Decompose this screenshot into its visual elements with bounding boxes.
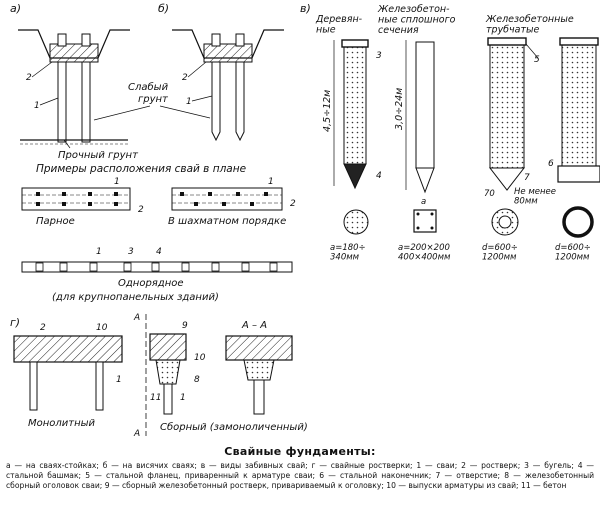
tube-section-2-size: d=600÷1200мм [555, 243, 591, 262]
callout-2: 2 [40, 323, 46, 333]
callout-1: 1 [186, 97, 192, 107]
callout-11: 11 [150, 393, 161, 403]
panel-a-end-bearing-piles: а) 2 1 [10, 2, 130, 145]
caption-title: Свайные фундаменты: [224, 445, 376, 458]
weak-soil-label: Слабый [128, 81, 169, 93]
panel-v-label: в) [300, 2, 311, 15]
callout-6: 6 [548, 159, 554, 169]
panel-b-friction-piles: б) 2 1 [158, 2, 284, 142]
monolithic-grillage [13, 335, 123, 363]
plan-staggered: 1 2 В шахматном порядке [168, 177, 296, 227]
pile-head [155, 359, 181, 385]
single-row-label: Однорядное [118, 278, 184, 289]
steel-tip [557, 165, 600, 183]
plan-single-row: 1 3 4 Однорядное (для крупнопанельных зд… [21, 247, 293, 303]
panel-g-grillages: г) 2 10 1 Монолитный А А 9 10 8 11 1 Сбо… [10, 313, 308, 439]
section-mark-bottom: А [133, 429, 140, 439]
grillage [203, 43, 253, 63]
section-mark-top: А [133, 313, 140, 323]
rc-tubular-pile-pointed [489, 41, 525, 169]
plan-paired: 1 2 Парное [21, 177, 144, 227]
staggered-label: В шахматном порядке [168, 216, 286, 227]
rc-solid-section [413, 209, 437, 233]
wooden-pile-heading: Деревян-ные [315, 14, 363, 35]
precast-label: Сборный (замоноличенный) [160, 421, 308, 433]
section-aa-label: А – А [241, 320, 267, 331]
paired-label: Парное [36, 216, 75, 227]
callout-2: 2 [290, 199, 296, 209]
caption-body: а — на сваях-стойках; б — на висячих сва… [6, 461, 594, 490]
panel-a-label: а) [10, 2, 21, 15]
pile [81, 61, 91, 143]
pile [57, 61, 67, 143]
monolithic-label: Монолитный [28, 418, 96, 429]
wooden-section [343, 209, 369, 235]
tube-section-1-size: d=600÷1200мм [482, 243, 518, 262]
panel-b-label: б) [158, 2, 169, 15]
callout-2: 2 [26, 73, 32, 83]
wooden-pile [343, 41, 367, 165]
callout-1: 1 [34, 101, 40, 111]
callout-8: 8 [194, 375, 200, 385]
callout-3: 3 [376, 51, 382, 61]
rc-length: 3,0÷24м [394, 88, 405, 130]
callout-9: 9 [182, 321, 188, 331]
pile-foundation-diagram: а) 2 1 б) 2 1 Слабый грунт Прочный грунт… [10, 2, 600, 439]
callout-1: 1 [180, 393, 186, 403]
precast-grillage [149, 333, 187, 361]
dim-a: а [421, 197, 426, 207]
large-panel-label: (для крупнопанельных зданий) [52, 292, 219, 303]
strong-soil-label: Прочный грунт [58, 150, 139, 161]
grillage [49, 43, 99, 63]
weak-soil-label-2: грунт [138, 94, 169, 105]
callout-2: 2 [138, 205, 144, 215]
callout-4: 4 [376, 171, 382, 181]
pile [95, 361, 104, 411]
rc-tubular-pile-open [561, 41, 597, 183]
callout-1: 1 [114, 177, 120, 187]
pile [29, 361, 38, 411]
callout-2: 2 [182, 73, 188, 83]
pile [211, 61, 221, 142]
panel-v-driven-pile-types: в) Деревян-ные Железобетон-ные сплошного… [300, 2, 600, 262]
rc-solid-pile [415, 41, 435, 169]
plan-examples-title: Примеры расположения свай в плане [36, 163, 246, 175]
pile [163, 383, 173, 415]
callout-1: 1 [116, 375, 122, 385]
callout-5: 5 [534, 55, 540, 65]
pile [235, 61, 245, 142]
panel-g-label: г) [10, 316, 20, 329]
callout-1: 1 [268, 177, 274, 187]
steel-shoe [343, 163, 367, 190]
wooden-section-size: а=180÷340мм [330, 243, 366, 262]
section-aa-grillage [225, 335, 293, 361]
tube-section-2 [562, 206, 594, 238]
callout-3: 3 [128, 247, 134, 257]
wooden-length: 4,5÷12м [322, 90, 333, 132]
callout-1: 1 [96, 247, 102, 257]
callout-10: 10 [194, 353, 206, 363]
callout-10: 10 [96, 323, 108, 333]
dim-70: 70 [484, 189, 495, 199]
callout-4: 4 [156, 247, 162, 257]
callout-7: 7 [524, 173, 530, 183]
